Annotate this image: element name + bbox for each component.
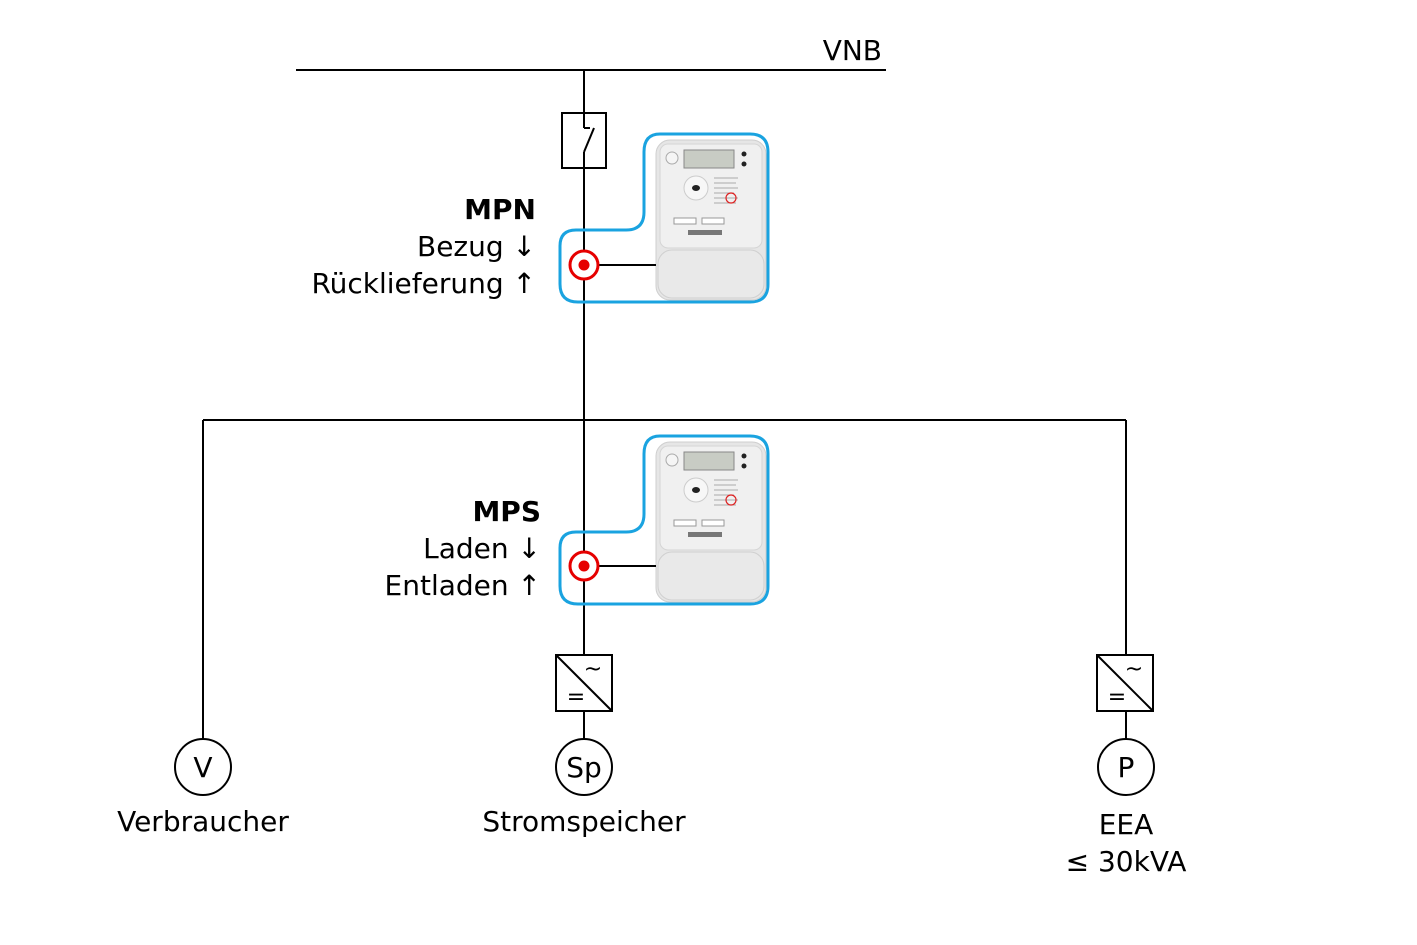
meter-mpn — [558, 132, 770, 304]
load-consumer: V Verbraucher — [117, 738, 289, 838]
meter-outline — [558, 434, 770, 606]
load-rating: ≤ 30kVA — [1066, 845, 1187, 878]
meter-direction-out: Entladen ↑ — [385, 569, 541, 602]
meter-mps — [558, 434, 770, 606]
load-storage: Sp Stromspeicher — [482, 738, 686, 838]
electricity-meter-icon — [655, 139, 767, 301]
dc-icon: = — [1108, 685, 1126, 710]
load-symbol: P — [1118, 751, 1135, 784]
load-symbol: Sp — [566, 751, 602, 784]
dc-icon: = — [567, 685, 585, 710]
ac-icon: ~ — [584, 657, 602, 682]
load-symbol: V — [193, 751, 212, 784]
electricity-meter-icon — [655, 441, 767, 603]
meter-title: MPS — [472, 495, 541, 528]
meter-direction-in: Bezug ↓ — [417, 230, 536, 263]
load-label: Verbraucher — [117, 805, 289, 838]
grid-label: VNB — [823, 34, 882, 67]
load-label: Stromspeicher — [482, 805, 686, 838]
load-label: EEA — [1099, 808, 1154, 841]
meter-title: MPN — [464, 193, 536, 226]
inverter-pv: ~ = — [1096, 654, 1154, 740]
load-pv-generator: P EEA ≤ 30kVA — [1066, 738, 1187, 878]
meter-outline — [558, 132, 770, 304]
ac-icon: ~ — [1125, 657, 1143, 682]
meter-direction-in: Laden ↓ — [423, 532, 541, 565]
inverter-storage: ~ = — [555, 654, 613, 740]
main-switch — [561, 112, 607, 169]
meter-direction-out: Rücklieferung ↑ — [311, 267, 536, 300]
